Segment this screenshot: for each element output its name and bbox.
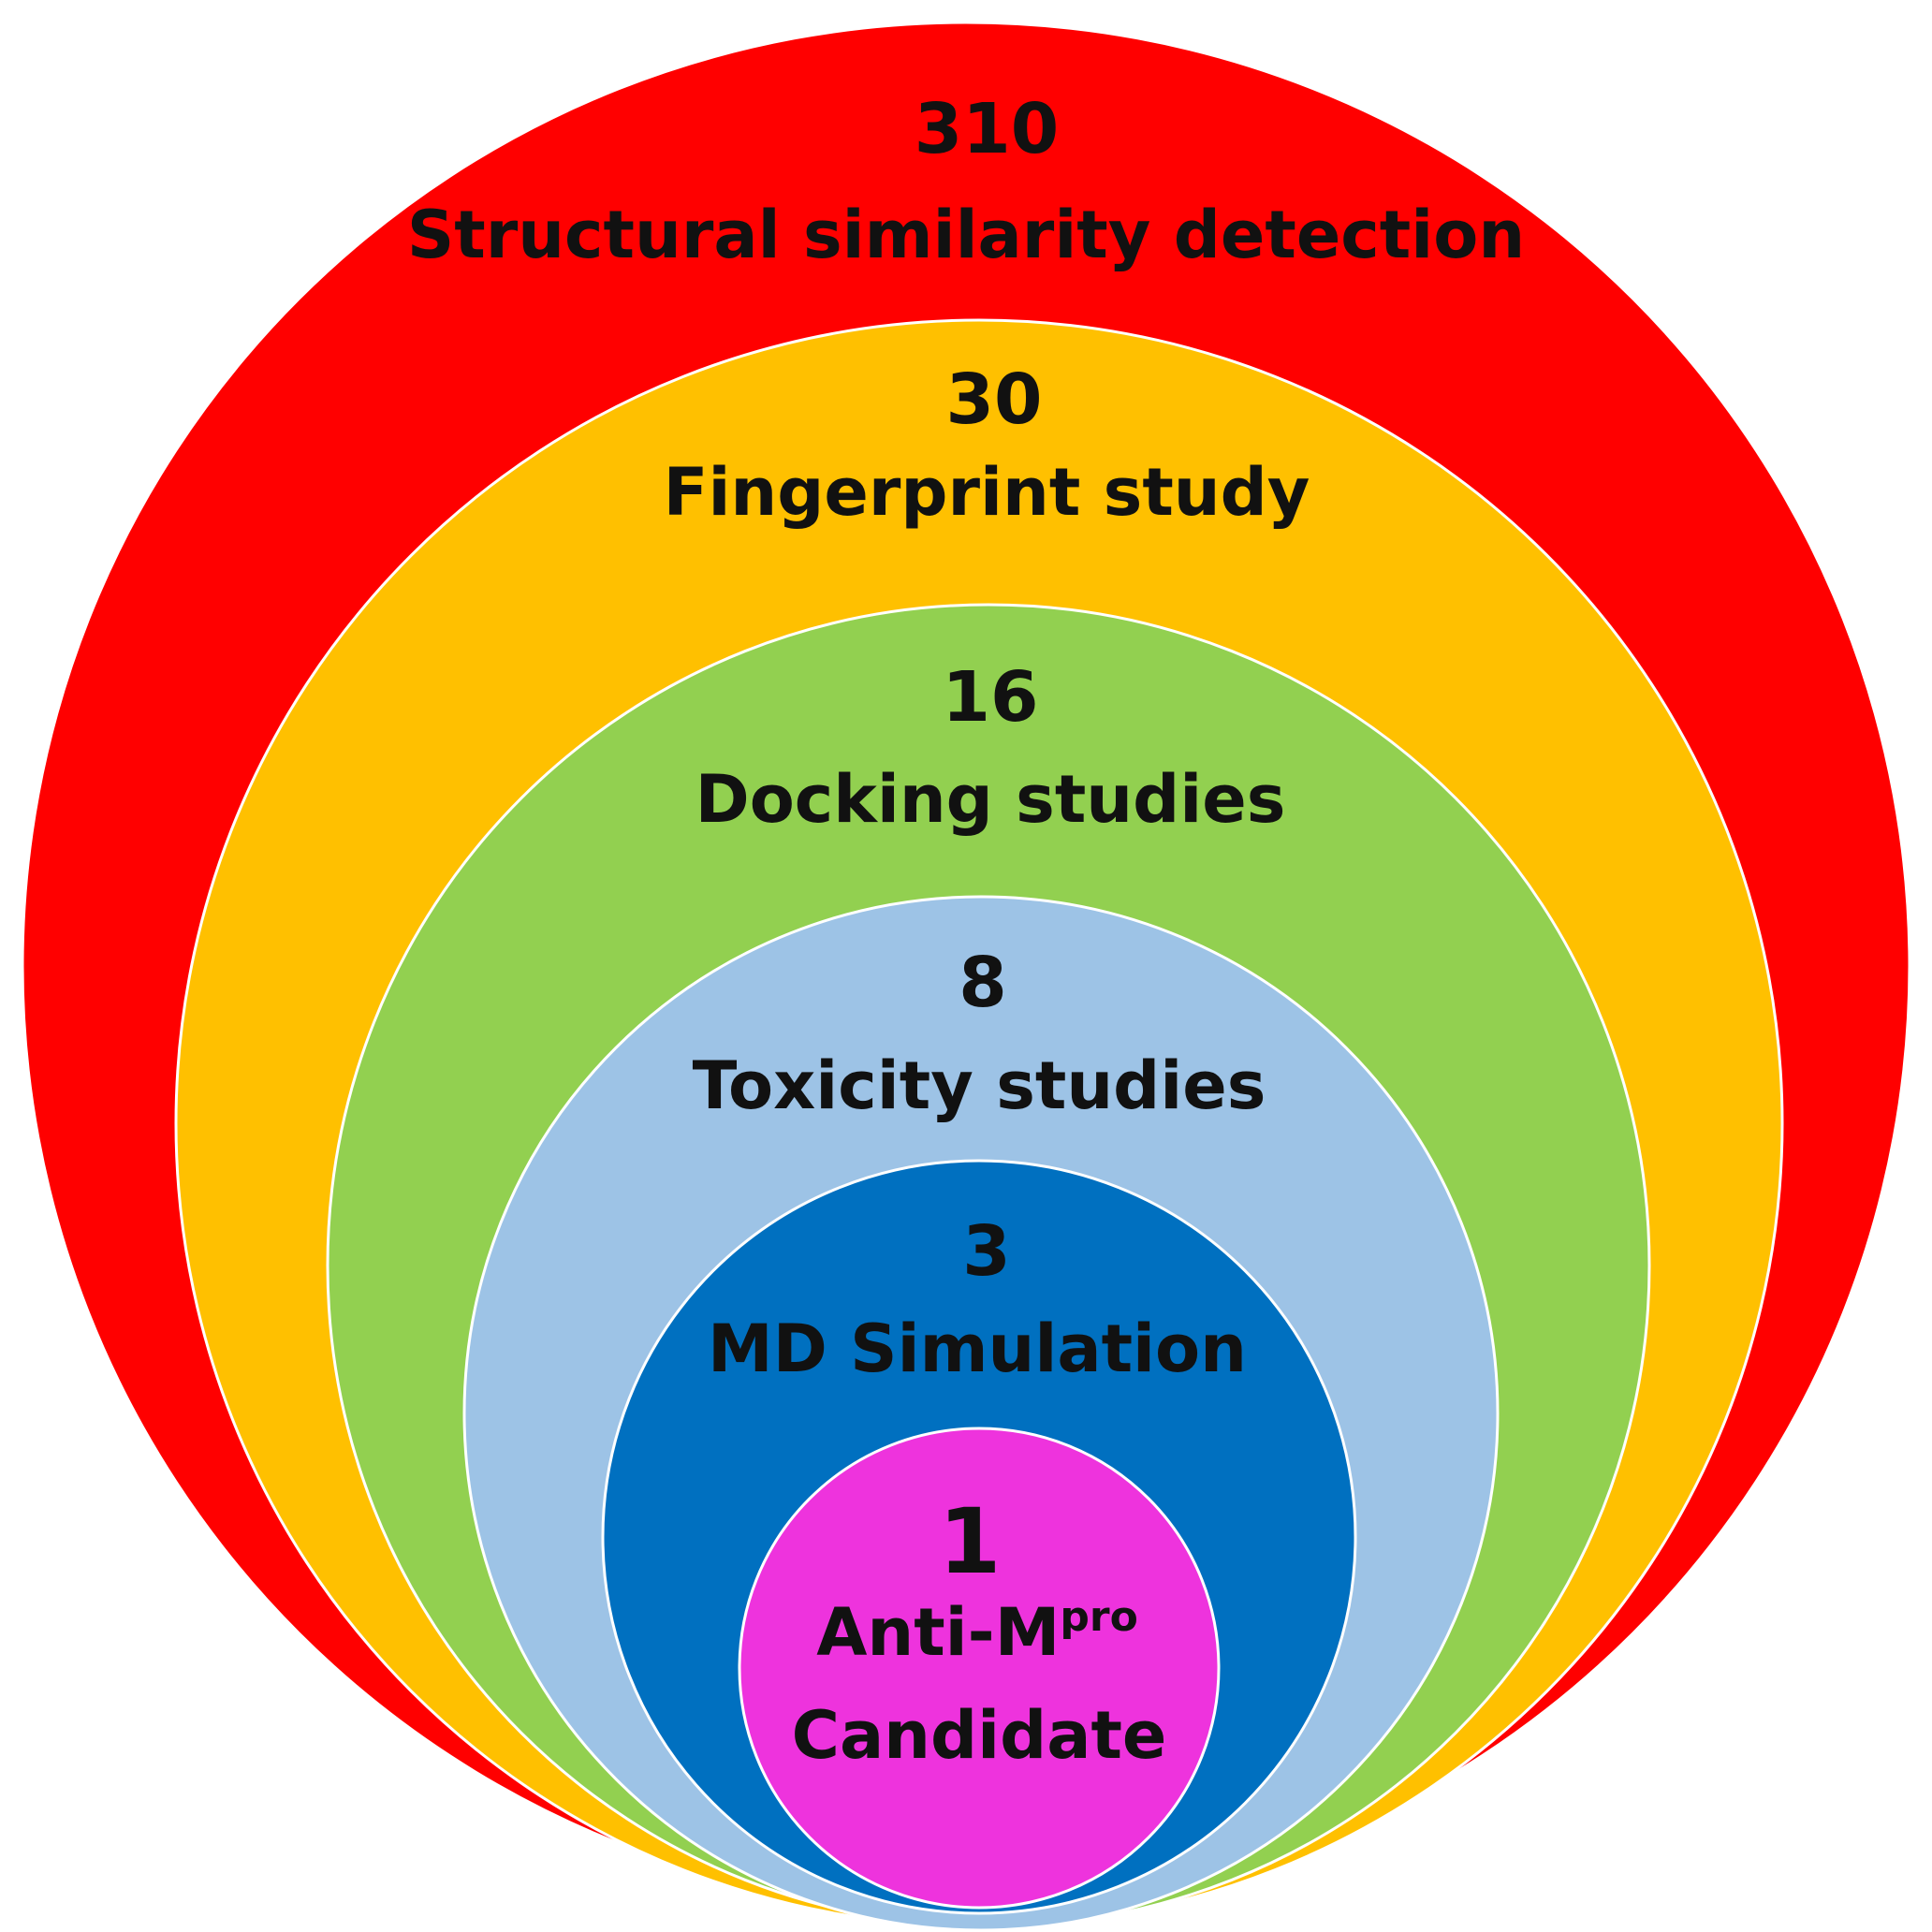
stage-count: 8: [959, 943, 1007, 1023]
stage-label: MD Simulation: [708, 1310, 1247, 1387]
stage-label: Toxicity studies: [693, 1047, 1266, 1124]
stage-count: 30: [946, 359, 1043, 440]
stage-label-superscript: pro: [1060, 1593, 1137, 1641]
stage-circle-magenta: [738, 1427, 1221, 1910]
stage-label-line2: Candidate: [792, 1697, 1167, 1774]
stage-count: 16: [943, 657, 1039, 738]
stage-count: 1: [939, 1489, 1002, 1594]
stage-label: Fingerprint study: [664, 454, 1310, 531]
stage-count: 3: [962, 1211, 1011, 1292]
stage-label: Structural similarity detection: [407, 197, 1525, 273]
stage-label-line1: Anti-Mpro: [816, 1593, 1138, 1671]
stage-label-main: Anti-M: [816, 1594, 1060, 1671]
stage-count: 310: [915, 89, 1059, 169]
stage-anti-mpro-candidate: 1 Anti-Mpro Candidate: [738, 1427, 1221, 1910]
stage-label: Docking studies: [695, 761, 1286, 838]
